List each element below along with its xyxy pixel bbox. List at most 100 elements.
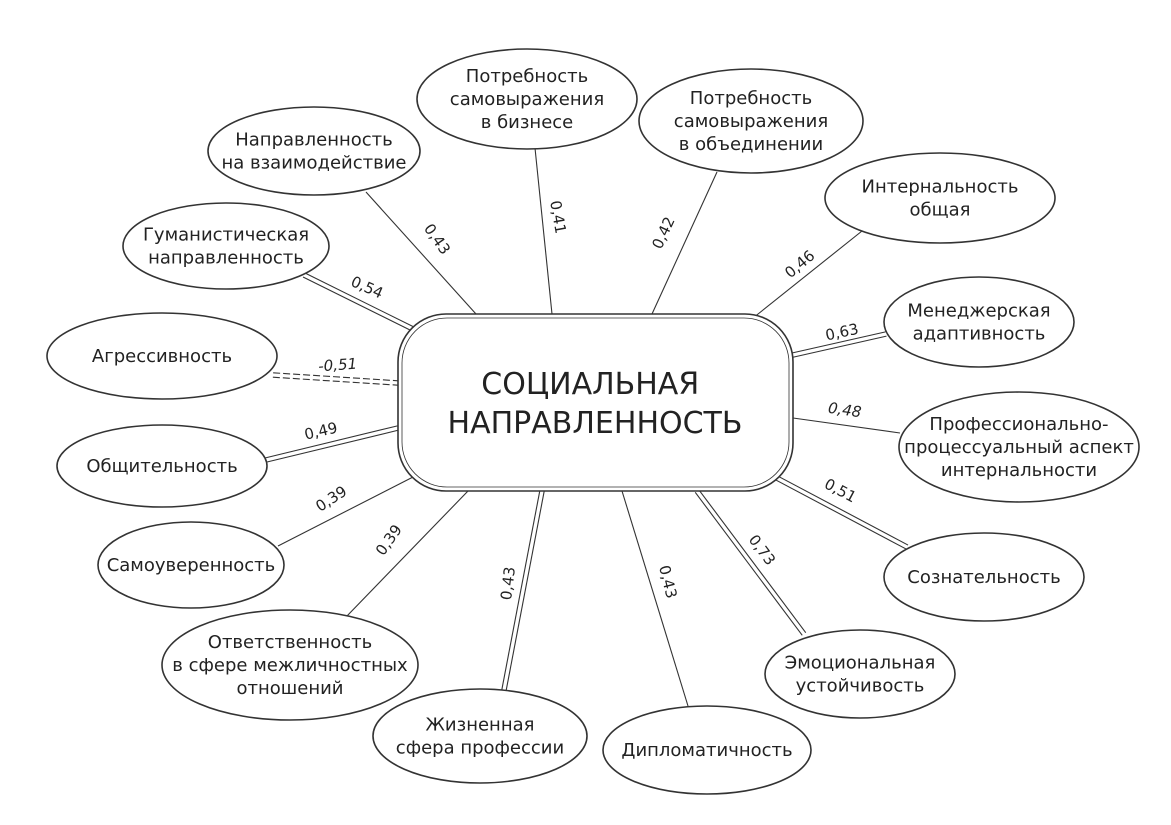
edge-line <box>792 417 901 434</box>
node-ellipse <box>824 152 1056 244</box>
edge-diplom: 0,43 <box>621 490 689 707</box>
edge-line <box>272 376 398 386</box>
node-label-line: общая <box>910 200 971 221</box>
node-label-line: Гуманистическая <box>143 225 309 246</box>
node-label-line: на взаимодействие <box>221 153 406 174</box>
edge-napr: 0,43 <box>365 191 477 315</box>
node-label-line: Самоуверенность <box>107 555 276 576</box>
edge-line <box>505 491 545 691</box>
edge-line <box>651 171 718 315</box>
edge-line <box>265 425 398 459</box>
node-label-line: Потребность <box>690 88 812 109</box>
node-label-line: Профессионально- <box>929 414 1108 435</box>
edge-line <box>534 147 553 315</box>
edge-weight-label: 0,48 <box>827 399 863 421</box>
center-node: СОЦИАЛЬНАЯ НАПРАВЛЕННОСТЬ <box>397 313 794 492</box>
node-ellipse <box>764 629 956 719</box>
edge-line <box>345 490 469 618</box>
edge-weight-label: 0,42 <box>648 214 678 252</box>
node-label-line: в сфере межличностных <box>172 655 408 676</box>
node-label: Дипломатичность <box>621 740 792 761</box>
node-label-line: самовыражения <box>674 111 828 132</box>
edge-line <box>773 473 909 546</box>
node-label-line: Жизненная <box>426 715 535 736</box>
node-label-line: Интернальность <box>862 177 1019 198</box>
edge-weight-label: 0,46 <box>781 247 818 282</box>
node-label-line: Общительность <box>86 456 237 477</box>
node-label-line: Агрессивность <box>92 346 232 367</box>
node-ellipse <box>56 424 268 508</box>
edge-line <box>752 230 863 319</box>
edge-line <box>277 475 416 547</box>
edge-weight-label: 0,43 <box>420 220 454 258</box>
node-ellipse <box>602 705 812 795</box>
edge-weight-label: 0,39 <box>312 482 350 515</box>
edge-line <box>621 490 689 707</box>
edge-soznat: 0,51 <box>771 473 909 550</box>
edge-line <box>273 372 399 382</box>
node-label-line: Эмоциональная <box>785 653 936 674</box>
node-ellipse <box>638 68 864 174</box>
edge-weight-label: 0,63 <box>824 320 860 345</box>
edge-weight-label: 0,43 <box>497 566 519 601</box>
node-ellipse <box>122 202 330 290</box>
node-ellipse <box>883 532 1085 622</box>
edge-weight-label: 0,54 <box>348 272 386 302</box>
edge-intern: 0,46 <box>752 230 863 319</box>
node-ellipse <box>46 312 278 400</box>
center-node-inner-border <box>401 317 790 488</box>
center-title-line-2: НАПРАВЛЕННОСТЬ <box>448 406 743 441</box>
node-label: Сознательность <box>907 567 1060 588</box>
edge-line <box>793 335 887 358</box>
node-label-line: в бизнесе <box>481 112 574 133</box>
edge-potr-biz: 0,41 <box>534 147 570 315</box>
edge-guman: 0,54 <box>302 272 417 333</box>
edge-weight-label: 0,39 <box>372 521 406 559</box>
edge-weight-label: 0,73 <box>745 531 779 569</box>
node-soznat: Сознательность <box>883 532 1085 622</box>
node-label-line: интернальности <box>941 460 1097 481</box>
edge-line <box>365 191 477 315</box>
node-label: Самоуверенность <box>107 555 276 576</box>
node-ellipse <box>372 688 588 784</box>
center-node-box <box>397 313 794 492</box>
node-label-line: сфера профессии <box>396 738 564 759</box>
edge-emoc: 0,73 <box>694 489 807 636</box>
node-label-line: адаптивность <box>913 324 1046 345</box>
edge-line <box>266 429 399 463</box>
node-label-line: самовыражения <box>450 89 604 110</box>
node-label-line: Сознательность <box>907 567 1060 588</box>
node-label-line: Потребность <box>466 66 588 87</box>
edge-line <box>304 272 417 329</box>
edge-obshch: 0,49 <box>265 419 399 463</box>
edges: 0,41 0,42 0,46 0,63 0,48 0,510,73 0,43 0,43 0,39… <box>265 147 909 707</box>
edge-weight-label: 0,49 <box>303 419 340 444</box>
node-label-line: Менеджерская <box>907 301 1050 322</box>
node-label-line: направленность <box>148 248 304 269</box>
node-label-line: отношений <box>237 678 344 699</box>
edge-weight-label: 0,43 <box>655 563 681 600</box>
center-title: СОЦИАЛЬНАЯ НАПРАВЛЕННОСТЬ <box>448 367 743 441</box>
node-ellipse <box>207 106 421 196</box>
node-label-line: Ответственность <box>208 632 372 653</box>
node-ellipse <box>416 48 638 150</box>
edge-line <box>501 490 541 690</box>
edge-potr-obj: 0,42 <box>648 171 718 315</box>
edge-line <box>771 477 907 550</box>
edge-line <box>698 489 807 634</box>
node-label-line: устойчивость <box>796 676 925 697</box>
edge-line <box>694 491 803 636</box>
